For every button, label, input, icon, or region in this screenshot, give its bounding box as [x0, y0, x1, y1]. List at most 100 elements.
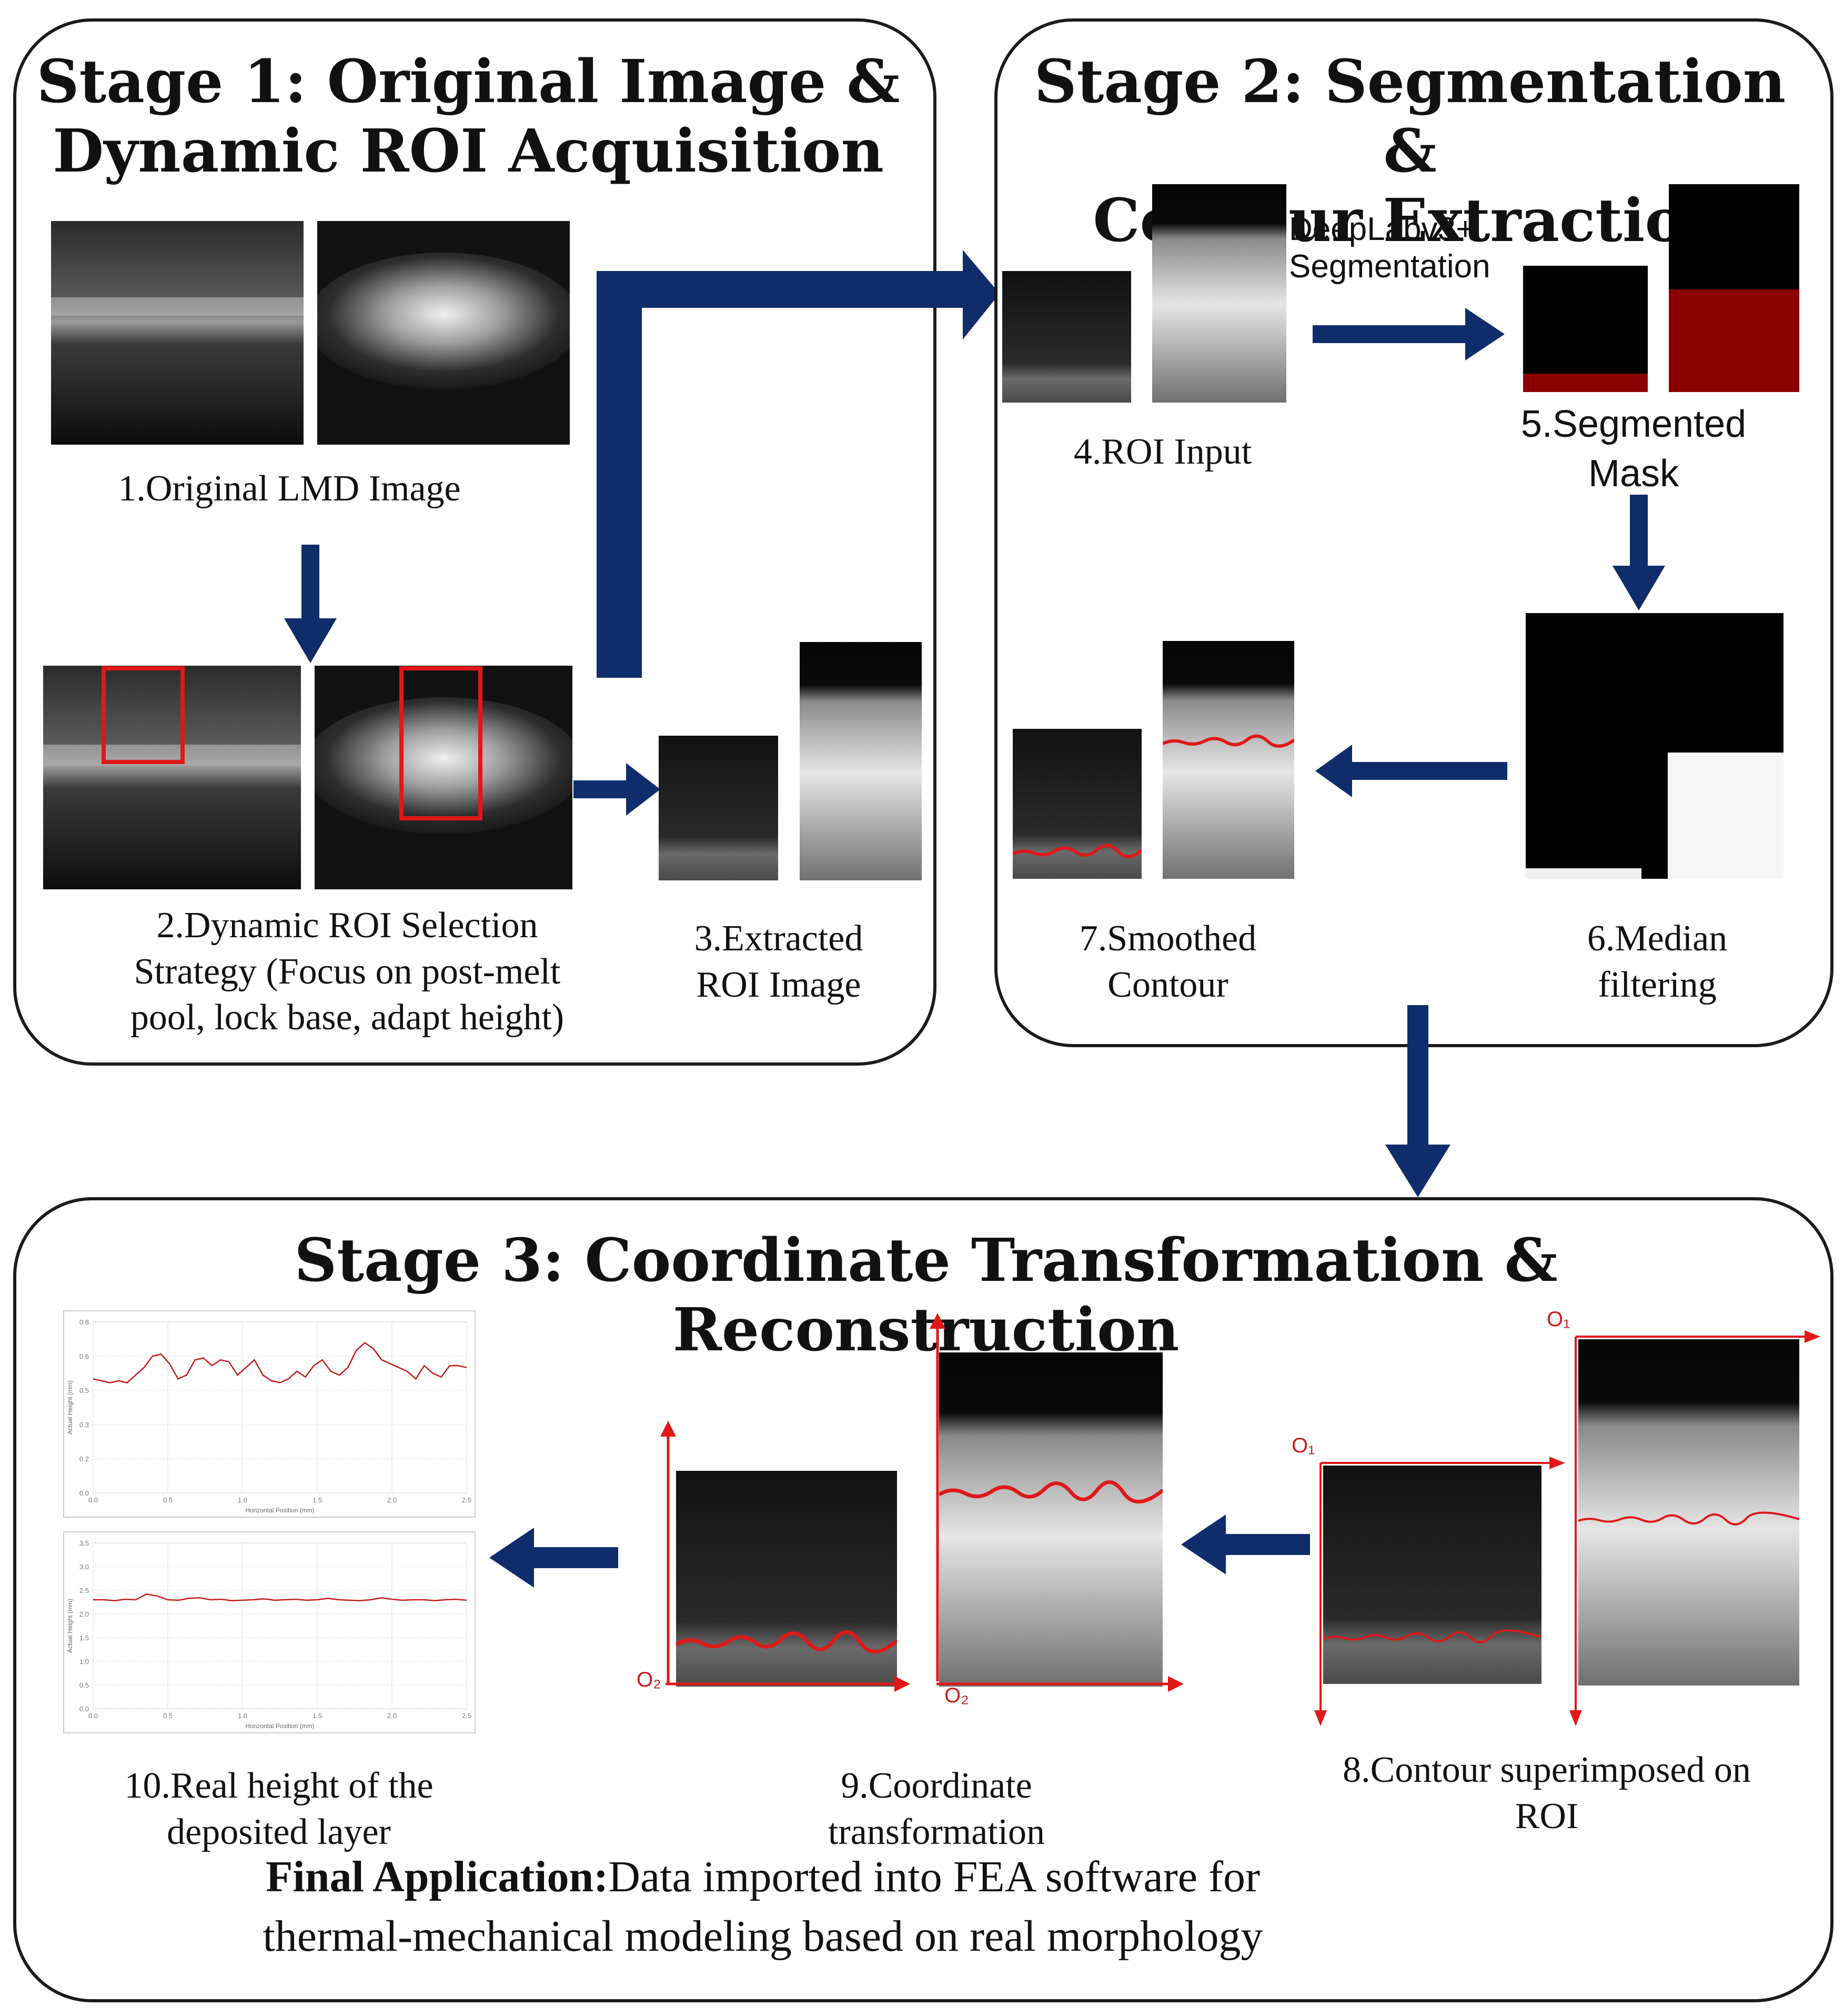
step8-caption: 8.Contour superimposed on ROI	[1284, 1747, 1810, 1839]
coord-axes-tall	[930, 1313, 945, 1681]
step5-caption-line2: Mask	[1588, 452, 1679, 495]
step9-caption-line2: transformation	[828, 1811, 1045, 1852]
original-lmd-image-right	[317, 221, 570, 445]
step3-caption-line1: 3.Extracted	[694, 918, 863, 959]
arrow-down-stage2	[1613, 495, 1665, 610]
coord-transform-image-tall	[939, 1352, 1163, 1687]
step10-caption-line2: deposited layer	[167, 1811, 391, 1852]
chart-y-tick: 0.5	[79, 1681, 89, 1689]
step8-caption-line2: ROI	[1515, 1796, 1579, 1837]
o2-label-small: O₂	[637, 1668, 661, 1691]
step10-caption-line1: 10.Real height of the	[124, 1766, 434, 1806]
final-application-bold: Final Application:	[266, 1852, 609, 1901]
superimposed-image-small	[1323, 1466, 1541, 1684]
chart-y-tick: 2.0	[79, 1610, 89, 1618]
stage1-box	[13, 18, 936, 1066]
roi-selection-image-left	[43, 666, 301, 889]
superimposed-axes-small	[1314, 1457, 1565, 1726]
median-filtering-image	[1526, 613, 1783, 879]
extracted-roi-image-tall	[800, 642, 922, 880]
superimposed-image-tall	[1578, 1339, 1799, 1686]
chart-y-tick: 0.3	[79, 1421, 89, 1429]
step8-caption-line1: 8.Contour superimposed on	[1343, 1750, 1751, 1790]
roi-input-image-small	[1002, 271, 1131, 403]
chart-x-tick: 2.5	[462, 1496, 471, 1504]
chart-ylabel: Actual Height (mm)	[66, 1599, 74, 1653]
extracted-roi-image-small	[659, 736, 778, 880]
arrow-left-stage3-a	[489, 1528, 618, 1588]
chart-xlabel: Horizontal Position (mm)	[245, 1507, 314, 1514]
chart-series-line	[93, 1593, 467, 1602]
step6-caption-line1: 6.Median	[1587, 918, 1728, 959]
final-application-line2: thermal-mechanical modeling based on rea…	[263, 1912, 1263, 1961]
chart-frame	[93, 1321, 467, 1493]
arrow-right-stage1	[573, 763, 660, 816]
step3-caption-line2: ROI Image	[696, 964, 861, 1005]
step5-caption-line1: 5.Segmented	[1520, 403, 1747, 445]
step9-caption: 9.Coordinate transformation	[779, 1763, 1094, 1855]
chart-x-tick: 0.5	[163, 1496, 173, 1504]
arrow-segmentation	[1313, 308, 1505, 360]
arrow-left-stage3-b	[1181, 1514, 1310, 1574]
chart-y-tick: 0.5	[79, 1387, 89, 1395]
step2-caption-line2: Strategy (Focus on post-melt	[134, 951, 561, 992]
step6-caption-line2: filtering	[1598, 964, 1717, 1005]
smoothed-contour-image-tall	[1163, 641, 1294, 879]
segmented-mask-small	[1523, 266, 1648, 392]
deeplab-label: DeepLabv3+ Segmentation	[1289, 210, 1520, 286]
step2-caption: 2.Dynamic ROI Selection Strategy (Focus …	[84, 902, 610, 1041]
chart-y-tick: 0.8	[79, 1318, 89, 1326]
chart-y-tick: 3.0	[79, 1563, 89, 1571]
superimposed-axes-tall	[1569, 1330, 1820, 1726]
coord-transform-image-small	[676, 1471, 897, 1687]
arrow-down-stage1	[284, 545, 337, 663]
step6-caption: 6.Median filtering	[1541, 916, 1773, 1008]
chart-x-tick: 2.5	[462, 1712, 471, 1720]
step2-caption-line1: 2.Dynamic ROI Selection	[156, 905, 538, 946]
stage1-title: Stage 1: Original Image & Dynamic ROI Ac…	[21, 47, 915, 186]
chart-frame	[93, 1542, 467, 1709]
original-lmd-image-left	[51, 221, 304, 445]
arrow-stage1-to-stage2	[597, 250, 1000, 678]
stage1-title-line1: Stage 1: Original Image &	[36, 47, 900, 116]
chart-x-tick: 0.0	[88, 1496, 98, 1504]
o2-label-tall: O₂	[944, 1684, 969, 1707]
coord-axes-tall-x	[936, 1676, 1184, 1692]
step7-caption-line1: 7.Smoothed	[1079, 918, 1257, 959]
coord-axes-small	[660, 1421, 676, 1684]
roi-input-image-tall	[1152, 184, 1286, 403]
chart-x-tick: 1.0	[238, 1712, 247, 1720]
chart-x-tick: 1.0	[238, 1496, 247, 1504]
step1-caption: 1.Original LMD Image	[118, 468, 461, 509]
o1-label-small: O₁	[1292, 1434, 1315, 1457]
step2-caption-line3: pool, lock base, adapt height)	[130, 997, 565, 1038]
segmented-mask-tall	[1669, 184, 1799, 392]
step10-caption: 10.Real height of the deposited layer	[79, 1763, 479, 1855]
chart-x-tick: 1.5	[313, 1496, 322, 1504]
chart-series-line	[93, 1342, 467, 1383]
step4-caption: 4.ROI Input	[1073, 432, 1252, 472]
chart-y-tick: 0.0	[79, 1705, 89, 1713]
deeplab-label-line1: DeepLabv3+	[1289, 211, 1475, 247]
chart-y-tick: 1.0	[79, 1658, 89, 1666]
step5-caption: 5.Segmented Mask	[1484, 400, 1783, 498]
chart-x-tick: 0.0	[88, 1712, 98, 1720]
chart-x-tick: 2.0	[387, 1496, 397, 1504]
step7-caption: 7.Smoothed Contour	[1031, 916, 1305, 1008]
final-application: Final Application:Data imported into FEA…	[79, 1847, 1447, 1967]
coord-axes-small-x	[666, 1676, 910, 1692]
deeplab-label-line2: Segmentation	[1289, 248, 1490, 285]
step7-caption-line2: Contour	[1107, 964, 1228, 1005]
step9-caption-line1: 9.Coordinate	[841, 1766, 1032, 1806]
chart-y-tick: 0.0	[79, 1489, 89, 1497]
arrow-left-stage2	[1315, 745, 1507, 797]
chart-x-tick: 0.5	[163, 1712, 173, 1720]
chart-y-tick: 0.2	[79, 1455, 89, 1463]
stage2-title-line1: Stage 2: Segmentation &	[1034, 47, 1786, 186]
chart-xlabel: Horizontal Position (mm)	[245, 1722, 314, 1730]
chart-x-tick: 2.0	[387, 1712, 397, 1720]
